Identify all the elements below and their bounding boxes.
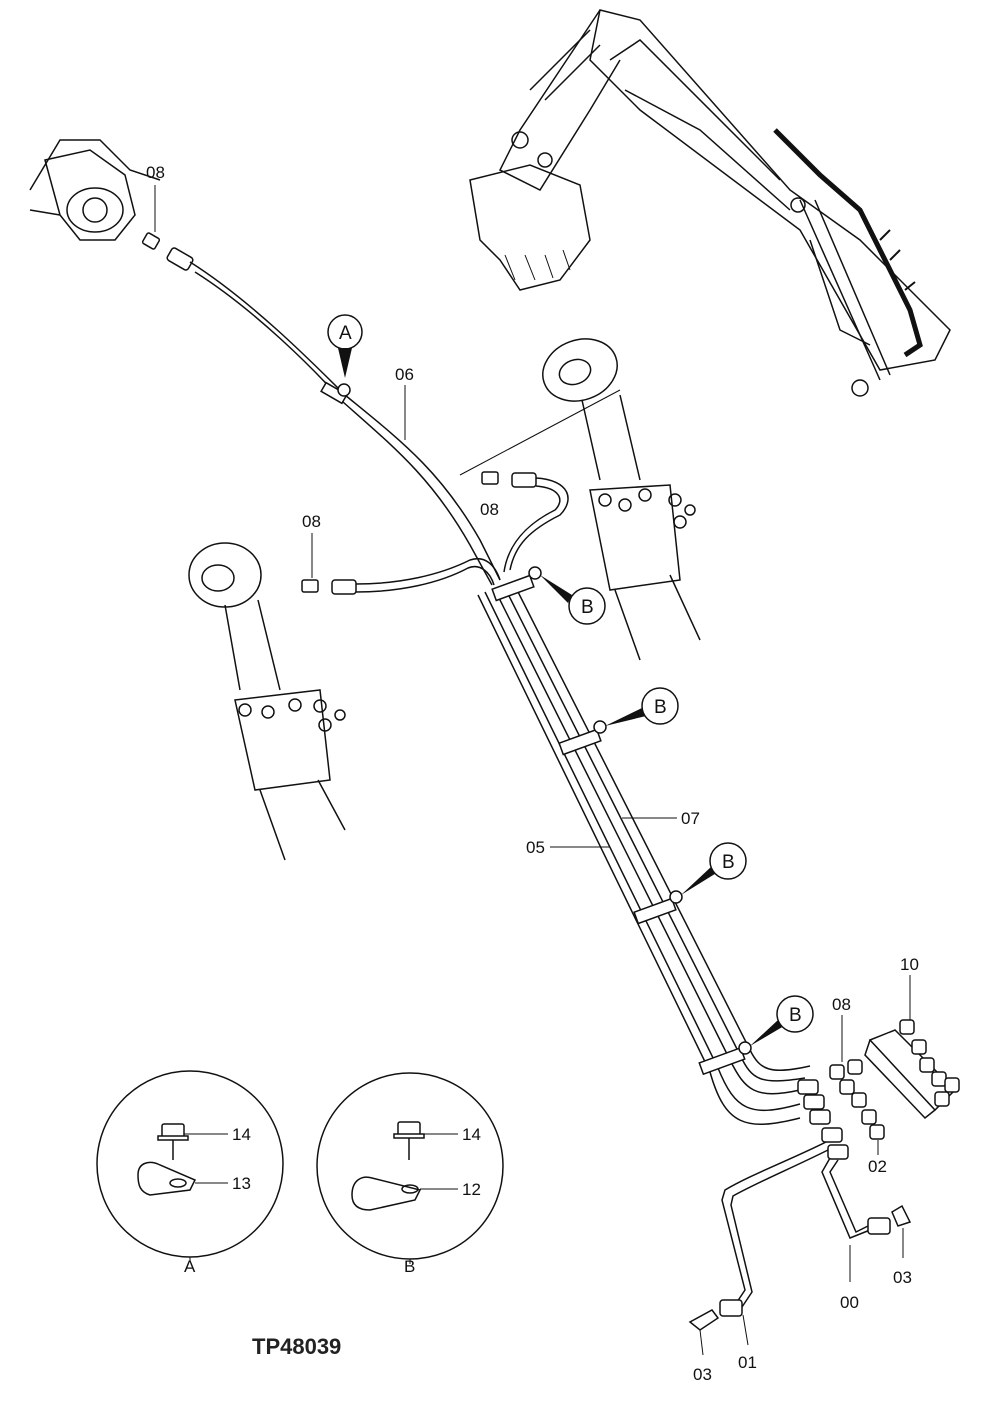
detail-b-bolt-label: 14 [462,1125,481,1144]
callout-b-3: B [681,842,747,895]
svg-text:B: B [581,597,594,618]
label-08-top: 08 [146,163,165,182]
label-08-left: 08 [302,512,321,531]
fitting-08-top [141,232,194,271]
callout-b-1: B [540,575,606,625]
callout-a-main: A [327,314,363,378]
bucket-cylinder-left-illustration [188,542,346,861]
tube-00 [821,1157,912,1239]
drawing-id: TP48039 [252,1334,341,1359]
label-01: 01 [738,1353,757,1372]
label-10: 10 [900,955,919,974]
detail-a-bolt-label: 14 [232,1125,251,1144]
arm-cylinder-end-illustration [29,139,161,241]
label-06: 06 [395,365,414,384]
svg-text:B: B [654,697,667,718]
hose-06 [189,261,501,586]
label-05: 05 [526,838,545,857]
tube-01 [688,1141,829,1331]
label-07: 07 [681,809,700,828]
manifold-block [797,1019,960,1160]
svg-text:B: B [789,1005,802,1026]
callout-b-4: B [750,995,814,1046]
clamps-b [491,566,752,1076]
svg-text:B: B [722,852,735,873]
detail-b [316,1072,504,1260]
detail-a-clamp-label: 13 [232,1174,251,1193]
svg-text:A: A [339,323,352,344]
callout-b-2: B [605,687,679,726]
detail-b-clamp-label: 12 [462,1180,481,1199]
excavator-overview-illustration [469,9,951,397]
label-00: 00 [840,1293,859,1312]
detail-a [96,1070,284,1258]
label-02: 02 [868,1157,887,1176]
fitting-08-left [301,579,357,595]
label-08-mid: 08 [480,500,499,519]
detail-b-caption: B [404,1257,415,1276]
label-08-manifold: 08 [832,995,851,1014]
fitting-08-mid [481,471,537,488]
detail-a-caption: A [184,1257,196,1276]
label-03-bottom: 03 [693,1365,712,1384]
label-03-right: 03 [893,1268,912,1287]
bucket-cylinder-right-illustration [459,338,701,661]
